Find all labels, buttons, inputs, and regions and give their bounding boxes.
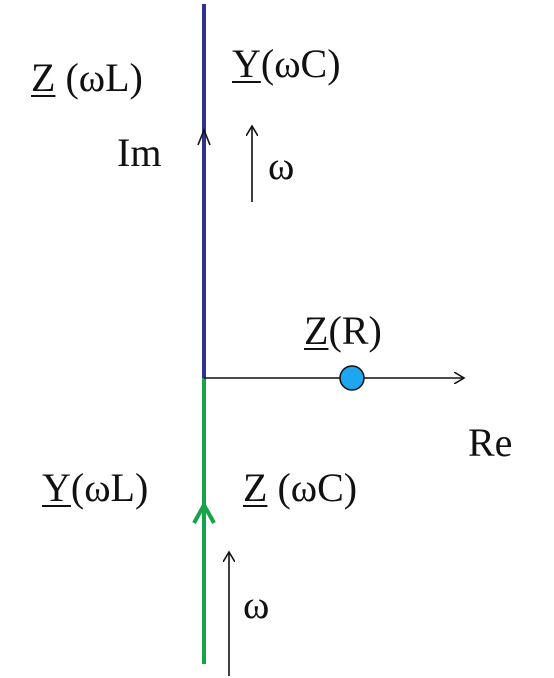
z-r-arg: (R)	[328, 308, 382, 353]
label-y-omega-l: Y(ωL)	[42, 468, 148, 508]
y-symbol: Y	[232, 41, 261, 86]
label-z-omega-l: Z (ωL)	[31, 58, 143, 98]
resistor-point	[339, 365, 365, 391]
lower-locus-arrowhead	[192, 500, 216, 524]
y-omega-l-arg: (ωL)	[70, 465, 149, 510]
y-symbol: Y	[42, 465, 71, 510]
z-symbol: Z	[243, 465, 268, 510]
label-z-omega-c: Z (ωC)	[243, 468, 357, 508]
z-omega-l-arg: (ωL)	[55, 55, 143, 100]
im-axis-label: Im	[117, 130, 162, 175]
label-y-omega-c: Y(ωC)	[232, 44, 341, 84]
omega-upper-label: ω	[268, 143, 295, 188]
z-symbol: Z	[304, 308, 329, 353]
z-symbol: Z	[31, 55, 56, 100]
y-omega-c-arg: (ωC)	[260, 41, 341, 86]
omega-lower-label: ω	[243, 582, 270, 627]
z-omega-c-arg: (ωC)	[267, 465, 358, 510]
label-z-r: Z(R)	[304, 311, 382, 351]
im-axis-arrowhead	[197, 127, 211, 146]
re-axis-label: Re	[468, 420, 513, 465]
